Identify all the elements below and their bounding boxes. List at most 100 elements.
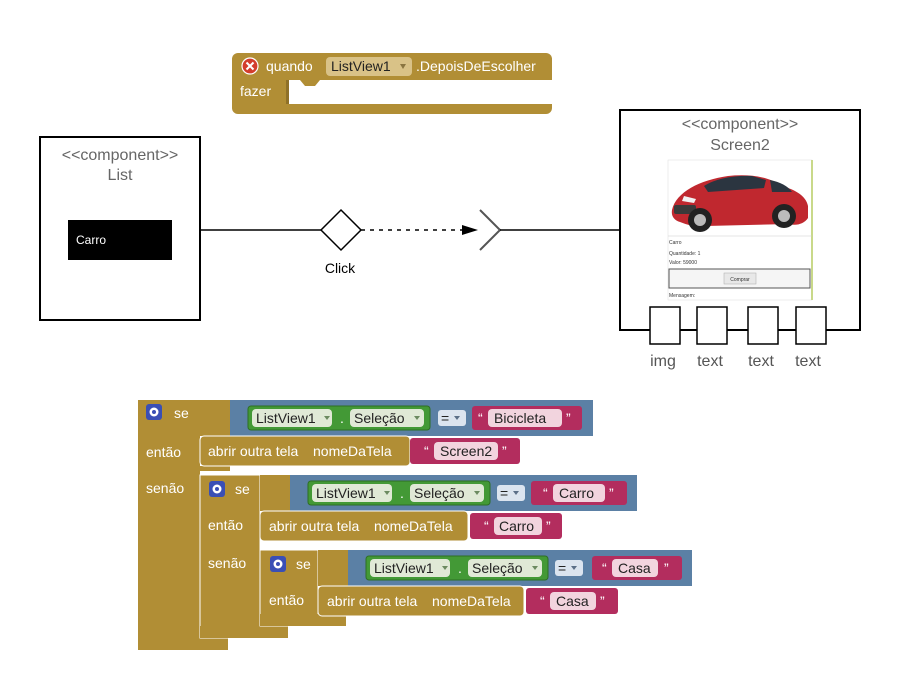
- operator-label: =: [441, 410, 449, 426]
- chevron-down-icon: [384, 491, 390, 495]
- quote-close: ”: [566, 410, 571, 426]
- if-block-1-header: [200, 400, 230, 436]
- error-x-icon[interactable]: [241, 57, 259, 75]
- quote-open: “: [478, 410, 483, 426]
- quote-close: ”: [502, 443, 507, 459]
- event-block-slot-edge: [286, 80, 289, 104]
- text-field[interactable]: [612, 559, 658, 577]
- component-dropdown[interactable]: [252, 409, 332, 427]
- quote-close: ”: [609, 485, 614, 501]
- text-field[interactable]: [488, 409, 562, 427]
- else-label: senão: [146, 480, 184, 496]
- gear-icon[interactable]: [209, 481, 225, 497]
- event-name: .DepoisDeEscolher: [416, 58, 536, 74]
- compare-value: Bicicleta: [494, 410, 546, 426]
- component-dropdown[interactable]: [370, 559, 450, 577]
- open-action-label: abrir outra tela: [327, 593, 417, 609]
- text-field[interactable]: [553, 484, 605, 502]
- property-name: Seleção: [472, 560, 523, 576]
- text-field[interactable]: [550, 592, 596, 610]
- port-text-3: [795, 306, 827, 345]
- car-image: [671, 175, 808, 232]
- if-block-1-footer: [138, 636, 228, 650]
- quote-close: ”: [664, 560, 669, 576]
- gear-icon[interactable]: [146, 404, 162, 420]
- compare-block-3[interactable]: ListView1 . Seleção = “ Casa ”: [348, 550, 692, 586]
- then-label: então: [269, 592, 304, 608]
- preview-message: Mensagem:: [669, 293, 695, 299]
- quote-close: ”: [600, 593, 605, 609]
- list-item[interactable]: Carro: [68, 220, 172, 260]
- event-block[interactable]: quando ListView1 .DepoisDeEscolher fazer: [232, 53, 552, 114]
- preview-buy-label: Comprar: [730, 277, 750, 283]
- compare-block-1[interactable]: ListView1 . Seleção = “ Bicicleta ”: [230, 400, 593, 436]
- property-dropdown[interactable]: [468, 559, 542, 577]
- compare-block-2[interactable]: ListView1 . Seleção = “ Carro ”: [290, 475, 637, 511]
- chevron-down-icon: [454, 416, 460, 420]
- param-label: nomeDaTela: [313, 443, 392, 459]
- open-screen-block-2[interactable]: abrir outra tela nomeDaTela “ Carro ”: [259, 510, 562, 542]
- open-screen-body: [317, 585, 525, 617]
- screen-stereotype: <<component>>: [682, 116, 799, 133]
- property-dropdown[interactable]: [350, 409, 424, 427]
- if-block-3[interactable]: se então: [259, 549, 348, 627]
- event-component-name: ListView1: [331, 58, 391, 74]
- dot-label: .: [340, 410, 344, 426]
- list-stereotype: <<component>>: [62, 147, 179, 164]
- chevron-down-icon: [414, 416, 420, 420]
- text-field[interactable]: [494, 517, 542, 535]
- event-block-empty-slot[interactable]: [286, 80, 552, 104]
- screen-component-box[interactable]: <<component>> Screen2 Carro Quantidade: …: [619, 109, 861, 370]
- screen-value: Carro: [499, 518, 534, 534]
- list-component-box[interactable]: <<component>> List Carro: [39, 136, 201, 321]
- quote-close: ”: [546, 518, 551, 534]
- event-when-label: quando: [266, 58, 313, 74]
- operator-dropdown[interactable]: [555, 560, 583, 576]
- if-label: se: [174, 405, 189, 421]
- property-dropdown[interactable]: [410, 484, 484, 502]
- if-block-1[interactable]: se então senão: [138, 400, 230, 650]
- arrow-head-icon: [462, 225, 478, 235]
- if-label: se: [296, 556, 311, 572]
- if-block-2-body: [199, 474, 261, 639]
- port-text-1: [696, 306, 728, 345]
- preview-buy-button[interactable]: [723, 272, 757, 285]
- chevron-down-icon: [513, 491, 519, 495]
- screen-value: Casa: [556, 593, 589, 609]
- open-screen-block-1[interactable]: abrir outra tela nomeDaTela “ Screen2 ”: [199, 435, 520, 467]
- receiver-chevron-icon: [479, 209, 502, 251]
- dot-label: .: [458, 560, 462, 576]
- if-block-3-header: [318, 550, 348, 586]
- component-dropdown[interactable]: [312, 484, 392, 502]
- component-name: ListView1: [374, 560, 434, 576]
- list-item-label: Carro: [76, 233, 106, 247]
- operator-label: =: [500, 485, 508, 501]
- port-label: text: [795, 353, 821, 370]
- event-component-dropdown[interactable]: ListView1: [326, 57, 412, 76]
- quote-open: “: [540, 593, 545, 609]
- chevron-down-icon: [532, 566, 538, 570]
- transition: Click: [200, 208, 620, 276]
- gear-icon[interactable]: [270, 556, 286, 572]
- then-label: então: [146, 444, 181, 460]
- open-screen-block-3[interactable]: abrir outra tela nomeDaTela “ Casa ”: [317, 585, 618, 617]
- if-block-1-body: [138, 400, 200, 650]
- property-name: Seleção: [414, 485, 465, 501]
- event-block-statement-socket: [232, 80, 284, 104]
- chevron-down-icon: [324, 416, 330, 420]
- text-field[interactable]: [434, 442, 498, 460]
- quote-open: “: [602, 560, 607, 576]
- operator-dropdown[interactable]: [438, 410, 466, 426]
- operator-dropdown[interactable]: [497, 485, 525, 501]
- if-block-3-footer: [260, 614, 346, 626]
- port-label: img: [650, 353, 676, 370]
- if-block-2[interactable]: se então senão: [199, 474, 290, 639]
- quote-open: “: [424, 443, 429, 459]
- screen-preview: Carro Quantidade: 1 Valor: 59000 Comprar…: [667, 159, 813, 301]
- open-screen-body: [259, 510, 469, 542]
- property-name: Seleção: [354, 410, 405, 426]
- operator-label: =: [558, 560, 566, 576]
- preview-quantity: Quantidade: 1: [669, 251, 701, 257]
- screen-value: Screen2: [440, 443, 492, 459]
